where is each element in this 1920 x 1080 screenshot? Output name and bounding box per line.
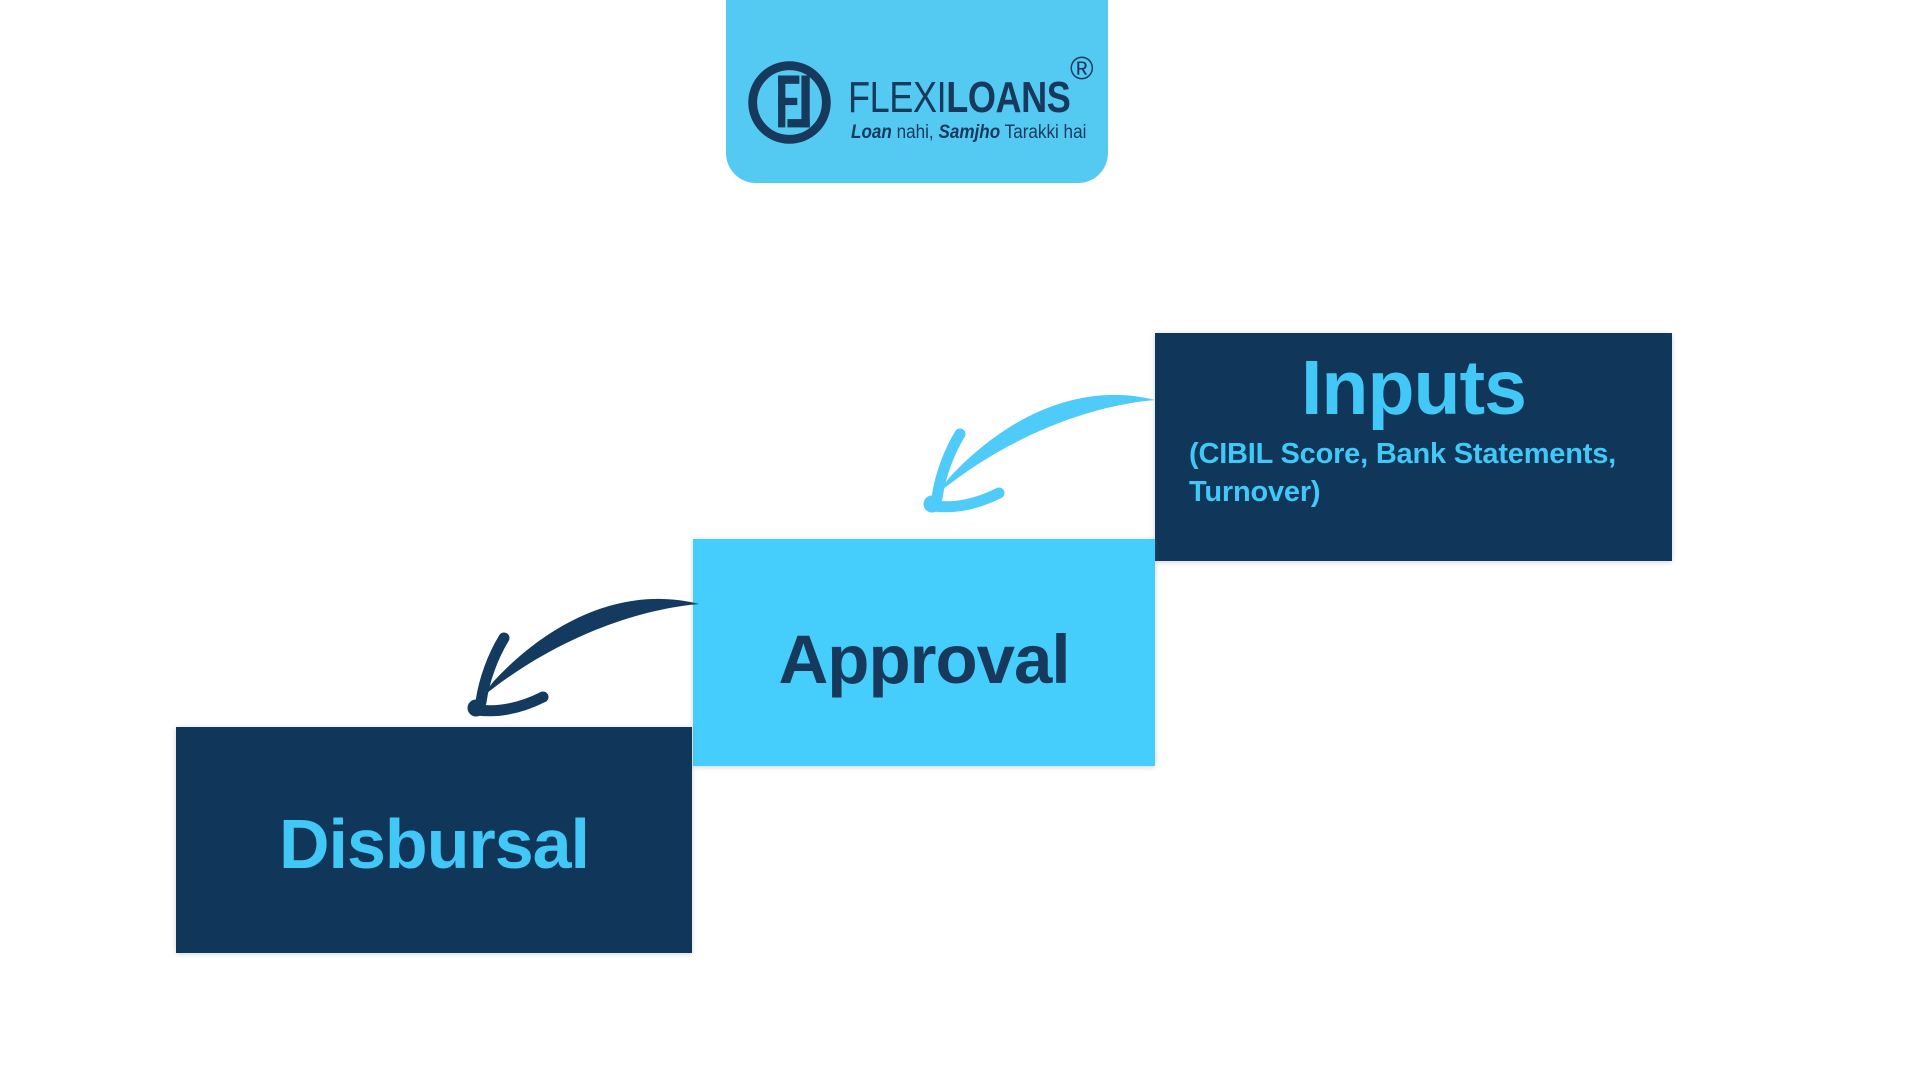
step-subtitle-inputs-line2: Turnover)	[1189, 476, 1321, 508]
brand-wordmark-loans: LOANS	[946, 73, 1071, 122]
step-title-disbursal: Disbursal	[279, 805, 590, 883]
step-title-approval: Approval	[778, 620, 1070, 698]
step-subtitle-inputs: (CIBIL Score, Bank Statements, Turnover)	[1155, 435, 1672, 511]
arrow-approval-to-disbursal-icon	[467, 598, 699, 717]
tagline-samjho: Samjho	[938, 122, 1001, 143]
step-box-disbursal: Disbursal	[176, 727, 692, 953]
tagline-loan: Loan	[851, 122, 892, 143]
brand-wordmark-flexi: FLEXI	[848, 73, 947, 122]
registered-trademark-icon: ®	[1070, 50, 1094, 86]
step-title-inputs: Inputs	[1301, 345, 1527, 431]
step-box-approval: Approval	[693, 539, 1155, 766]
brand-tagline: Loan nahi, Samjho Tarakki hai	[851, 122, 1086, 144]
flexiloans-monogram-icon	[748, 61, 831, 144]
arrow-inputs-to-approval-icon	[923, 394, 1155, 513]
tagline-tarakki: Tarakki hai	[1000, 122, 1087, 143]
step-box-inputs: Inputs (CIBIL Score, Bank Statements, Tu…	[1155, 333, 1672, 561]
brand-wordmark: FLEXILOANS	[848, 73, 1071, 122]
brand-logo-card: FLEXILOANS ® Loan nahi, Samjho Tarakki h…	[726, 0, 1108, 183]
step-subtitle-inputs-line1: (CIBIL Score, Bank Statements,	[1189, 438, 1616, 470]
tagline-nahi: nahi,	[891, 122, 939, 143]
